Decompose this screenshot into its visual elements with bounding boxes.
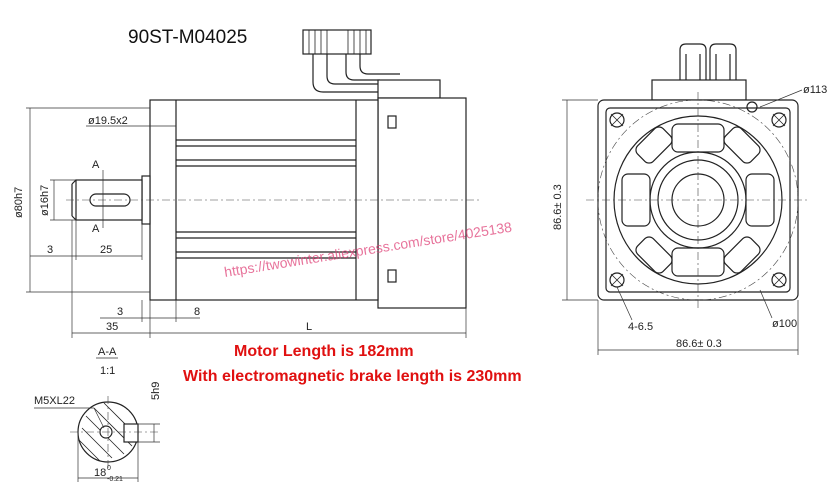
brake-length-note: With electromagnetic brake length is 230… <box>183 368 522 385</box>
dim-35: 35 <box>106 321 118 333</box>
section-marker-bottom: A <box>92 223 100 235</box>
keyway <box>89 193 131 207</box>
rear-housing <box>377 97 467 309</box>
shaft-dia-label: ø16h7 <box>39 185 51 216</box>
key-section <box>123 423 139 443</box>
model-title: 90ST-M04025 <box>128 27 247 48</box>
dim-3-bottom: 3 <box>117 306 123 318</box>
motor-length-note: Motor Length is 182mm <box>234 343 414 360</box>
flange-dia-label: ø80h7 <box>13 187 25 218</box>
front-view: ø113 ø100 4-6.5 86.6± 0.3 86.6± 0.3 <box>552 43 827 355</box>
holes-label: 4-6.5 <box>628 321 653 333</box>
section-scale: 1:1 <box>100 365 115 377</box>
tol-lower: -0.21 <box>107 476 123 483</box>
pilot-dia-label: ø100 <box>772 318 797 330</box>
dim-3-left: 3 <box>47 244 53 256</box>
thread-label: M5XL22 <box>34 395 75 407</box>
hole-dia-label: ø19.5x2 <box>88 115 128 127</box>
section-marker-top: A <box>92 159 100 171</box>
connector <box>302 29 441 99</box>
tol-upper: 0 <box>107 465 111 472</box>
key-width-label: 5h9 <box>150 382 162 400</box>
section-label: A-A <box>98 346 117 358</box>
key-depth-label: 18 <box>94 467 106 479</box>
side-view: A A ø80h7 ø16h7 ø19.5x2 3 25 3 8 35 L <box>13 29 480 338</box>
bolt-circle-label: ø113 <box>803 84 827 96</box>
section-view: A-A 1:1 M5XL22 5h9 18 0 -0.21 <box>34 346 162 483</box>
dim-L: L <box>306 321 312 333</box>
width-label: 86.6± 0.3 <box>676 338 722 350</box>
height-label: 86.6± 0.3 <box>552 184 564 230</box>
dim-8: 8 <box>194 306 200 318</box>
dim-25: 25 <box>100 244 112 256</box>
